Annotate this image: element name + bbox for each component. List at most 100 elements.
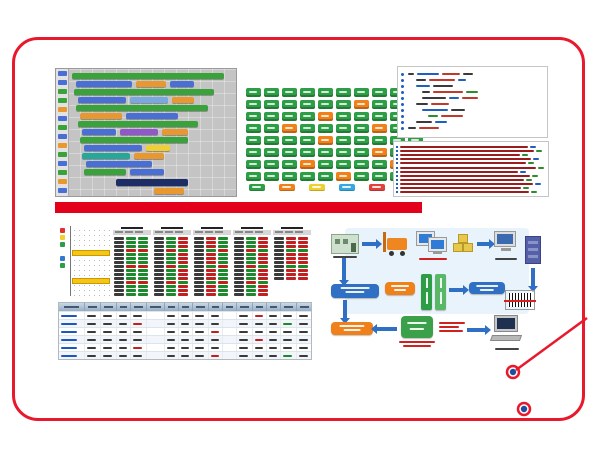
- toolbox-block[interactable]: [58, 125, 67, 130]
- status-button[interactable]: [336, 124, 351, 133]
- status-button[interactable]: [300, 88, 315, 97]
- toolbox-block[interactable]: [58, 71, 67, 76]
- status-button[interactable]: [300, 160, 315, 169]
- status-button[interactable]: [336, 136, 351, 145]
- status-button[interactable]: [246, 160, 261, 169]
- status-button[interactable]: [354, 148, 369, 157]
- status-button[interactable]: [318, 112, 333, 121]
- status-button[interactable]: [246, 100, 261, 109]
- toolbox-block[interactable]: [58, 161, 67, 166]
- code-block[interactable]: [130, 169, 164, 175]
- code-block[interactable]: [86, 161, 152, 167]
- status-button[interactable]: [318, 148, 333, 157]
- status-button[interactable]: [336, 160, 351, 169]
- toolbox-block[interactable]: [58, 98, 67, 103]
- status-button[interactable]: [246, 88, 261, 97]
- code-block[interactable]: [84, 145, 142, 151]
- code-block[interactable]: [82, 129, 116, 135]
- code-block[interactable]: [76, 81, 132, 87]
- status-button[interactable]: [264, 172, 279, 181]
- status-button[interactable]: [354, 100, 369, 109]
- status-button[interactable]: [408, 136, 423, 145]
- code-block[interactable]: [80, 137, 188, 143]
- status-button[interactable]: [354, 112, 369, 121]
- status-button[interactable]: [300, 124, 315, 133]
- status-button[interactable]: [246, 112, 261, 121]
- status-button[interactable]: [354, 136, 369, 145]
- code-block[interactable]: [126, 113, 178, 119]
- status-button[interactable]: [372, 100, 387, 109]
- code-block[interactable]: [80, 113, 122, 119]
- status-button[interactable]: [318, 172, 333, 181]
- status-button[interactable]: [318, 88, 333, 97]
- status-button[interactable]: [354, 88, 369, 97]
- code-block[interactable]: [76, 105, 208, 111]
- status-button[interactable]: [282, 88, 297, 97]
- status-button[interactable]: [264, 160, 279, 169]
- toolbox-block[interactable]: [58, 89, 67, 94]
- toolbox-block[interactable]: [58, 143, 67, 148]
- status-button[interactable]: [264, 112, 279, 121]
- status-button[interactable]: [246, 136, 261, 145]
- blockly-workspace[interactable]: [56, 69, 236, 196]
- status-button[interactable]: [372, 172, 387, 181]
- status-button[interactable]: [300, 172, 315, 181]
- status-button[interactable]: [264, 124, 279, 133]
- toolbox-block[interactable]: [58, 170, 67, 175]
- toolbox-block[interactable]: [58, 134, 67, 139]
- toolbox-block[interactable]: [58, 107, 67, 112]
- status-button[interactable]: [246, 124, 261, 133]
- status-button[interactable]: [372, 160, 387, 169]
- code-block[interactable]: [154, 188, 184, 194]
- code-block[interactable]: [84, 169, 126, 175]
- code-block[interactable]: [116, 179, 188, 186]
- status-button[interactable]: [372, 136, 387, 145]
- status-button[interactable]: [282, 112, 297, 121]
- toolbox-block[interactable]: [58, 80, 67, 85]
- status-button[interactable]: [390, 136, 405, 145]
- toolbox-block[interactable]: [58, 179, 67, 184]
- status-button[interactable]: [264, 88, 279, 97]
- table-row[interactable]: [59, 351, 311, 359]
- code-block[interactable]: [78, 121, 198, 127]
- status-button[interactable]: [336, 112, 351, 121]
- table-row[interactable]: [59, 343, 311, 351]
- status-button[interactable]: [336, 172, 351, 181]
- status-button[interactable]: [372, 88, 387, 97]
- status-button[interactable]: [282, 124, 297, 133]
- status-button[interactable]: [300, 148, 315, 157]
- table-row[interactable]: [59, 319, 311, 327]
- status-button[interactable]: [264, 100, 279, 109]
- status-button[interactable]: [282, 160, 297, 169]
- code-block[interactable]: [82, 153, 130, 159]
- status-button[interactable]: [318, 160, 333, 169]
- code-block[interactable]: [74, 89, 214, 95]
- status-button[interactable]: [354, 124, 369, 133]
- status-button[interactable]: [300, 136, 315, 145]
- status-button[interactable]: [246, 172, 261, 181]
- status-button[interactable]: [318, 136, 333, 145]
- status-button[interactable]: [354, 172, 369, 181]
- status-button[interactable]: [372, 124, 387, 133]
- status-button[interactable]: [372, 112, 387, 121]
- status-button[interactable]: [282, 136, 297, 145]
- status-button[interactable]: [282, 100, 297, 109]
- status-button[interactable]: [264, 148, 279, 157]
- status-button[interactable]: [318, 100, 333, 109]
- table-row[interactable]: [59, 359, 311, 360]
- toolbox-block[interactable]: [58, 152, 67, 157]
- status-button[interactable]: [318, 124, 333, 133]
- code-block[interactable]: [162, 129, 188, 135]
- code-block[interactable]: [146, 145, 170, 151]
- toolbox-block[interactable]: [58, 116, 67, 121]
- code-block[interactable]: [136, 81, 166, 87]
- code-block[interactable]: [170, 81, 194, 87]
- toolbox-block[interactable]: [58, 188, 67, 193]
- status-button[interactable]: [336, 148, 351, 157]
- code-block[interactable]: [78, 97, 126, 103]
- status-button[interactable]: [354, 160, 369, 169]
- table-row[interactable]: [59, 327, 311, 335]
- status-button[interactable]: [300, 100, 315, 109]
- code-block[interactable]: [130, 97, 168, 103]
- status-button[interactable]: [282, 148, 297, 157]
